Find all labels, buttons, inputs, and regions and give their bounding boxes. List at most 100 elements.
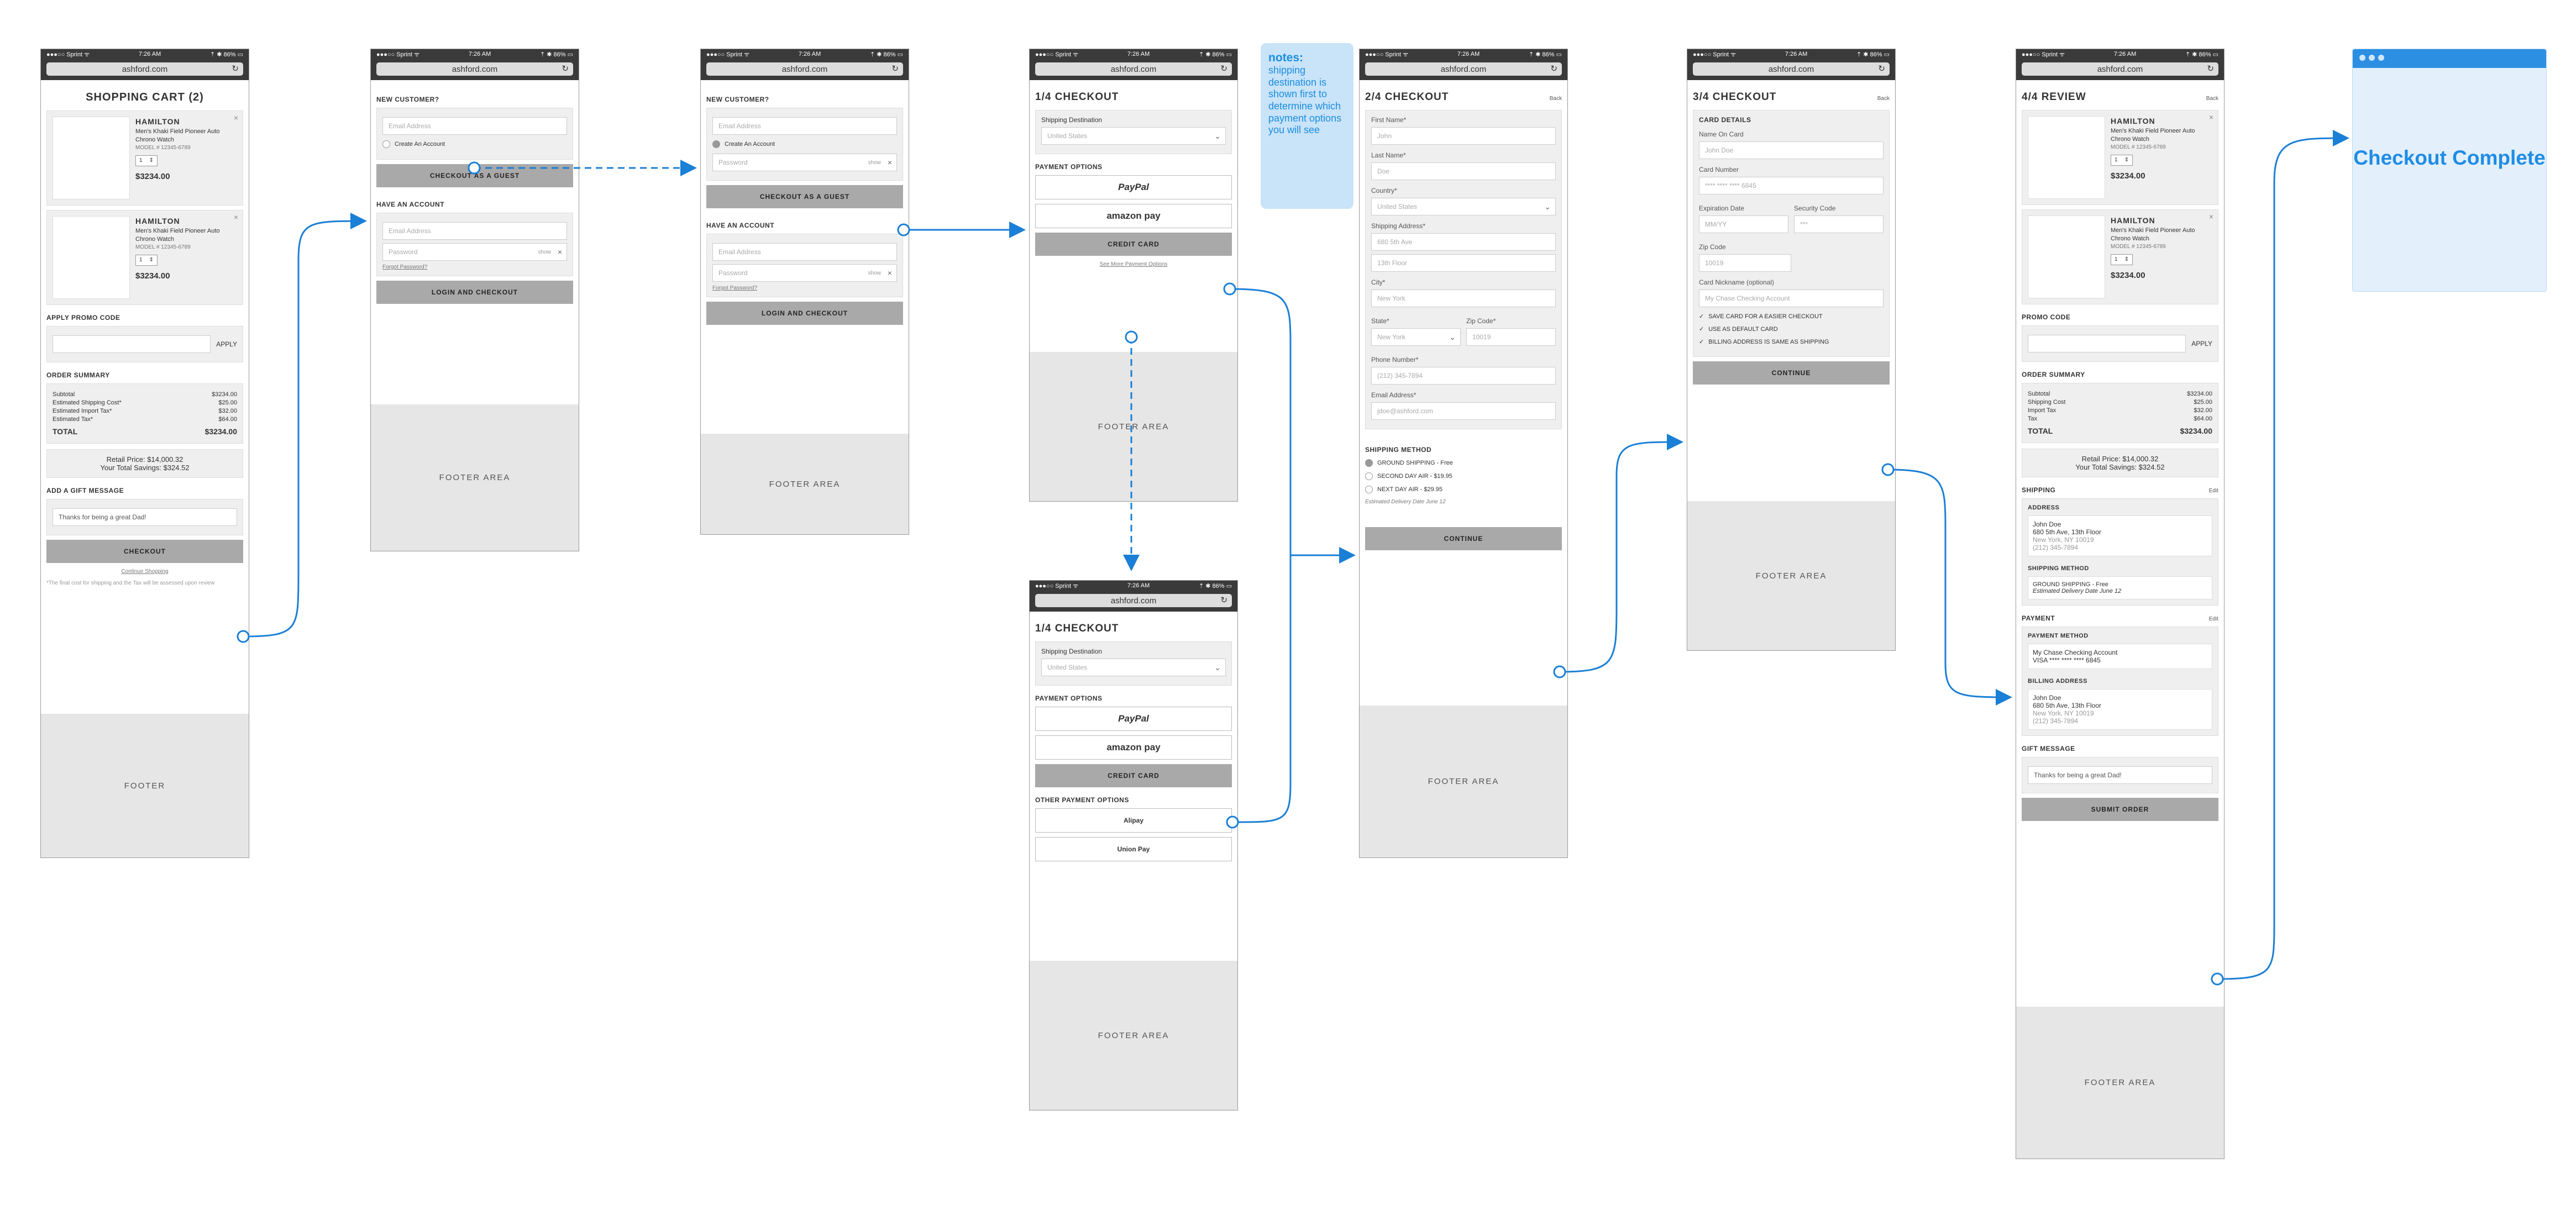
order-summary: Subtotal$3234.00 Estimated Shipping Cost… [46, 383, 243, 444]
clear-icon[interactable]: × [887, 158, 892, 167]
url-bar[interactable]: ashford.com↻ [1035, 594, 1232, 607]
clear-icon[interactable]: × [887, 269, 892, 277]
email-field[interactable]: jdoe@ashford.com [1371, 402, 1556, 420]
check-icon[interactable]: ✓ [1699, 326, 1704, 333]
window-bar [2353, 49, 2546, 68]
shipping-radio[interactable] [1365, 486, 1373, 493]
email-field[interactable]: Email Address [712, 117, 897, 135]
phone-field[interactable]: (212) 345-7894 [1371, 367, 1556, 385]
chevron-down-icon: ⌄ [1214, 662, 1221, 672]
email-field[interactable]: Email Address [712, 243, 897, 261]
state-select[interactable]: New York⌄ [1371, 328, 1461, 346]
email-field[interactable]: Email Address [382, 222, 567, 240]
back-link[interactable]: Back [1549, 96, 1562, 102]
quantity-stepper[interactable]: 1⇕ [2111, 254, 2133, 266]
unionpay-button[interactable]: Union Pay [1035, 837, 1232, 861]
country-select[interactable]: United States⌄ [1371, 198, 1556, 215]
back-link[interactable]: Back [1877, 96, 1890, 102]
check-icon[interactable]: ✓ [1699, 313, 1704, 320]
submit-order-button[interactable]: SUBMIT ORDER [2022, 798, 2218, 821]
edit-payment-link[interactable]: Edit [2208, 616, 2218, 622]
checkout-button[interactable]: CHECKOUT [46, 540, 243, 563]
edit-shipping-link[interactable]: Edit [2208, 488, 2218, 494]
city-field[interactable]: New York [1371, 290, 1556, 307]
promo-input[interactable] [53, 335, 211, 353]
close-icon[interactable]: × [233, 113, 238, 122]
gift-message-input[interactable]: Thanks for being a great Dad! [53, 508, 237, 526]
last-name-field[interactable]: Doe [1371, 162, 1556, 180]
amazon-pay-button[interactable]: amazon pay [1035, 735, 1232, 760]
reload-icon[interactable]: ↻ [1220, 596, 1227, 605]
quantity-stepper[interactable]: 1⇕ [135, 255, 158, 266]
guest-checkout-button[interactable]: CHECKOUT AS A GUEST [706, 185, 903, 208]
reload-icon[interactable]: ↻ [1550, 64, 1557, 73]
apply-button[interactable]: APPLY [216, 340, 237, 348]
security-code-field[interactable]: *** [1794, 215, 1884, 233]
continue-button[interactable]: CONTINUE [1693, 361, 1890, 385]
forgot-password-link[interactable]: Forgot Password? [712, 285, 758, 291]
amazon-pay-button[interactable]: amazon pay [1035, 204, 1232, 228]
more-payment-link[interactable]: See More Payment Options [1099, 261, 1168, 267]
address-field[interactable]: 680 5th Ave [1371, 233, 1556, 251]
address-line2-field[interactable]: 13th Floor [1371, 254, 1556, 272]
create-account-checkbox[interactable] [712, 140, 720, 148]
url-bar[interactable]: ashford.com↻ [46, 62, 243, 76]
promo-input[interactable] [2028, 335, 2186, 352]
continue-shopping-link[interactable]: Continue Shopping [121, 569, 169, 575]
first-name-field[interactable]: John [1371, 127, 1556, 145]
reload-icon[interactable]: ↻ [1878, 64, 1885, 73]
zip-field[interactable]: 10019 [1466, 328, 1556, 346]
quantity-stepper[interactable]: 1⇕ [135, 155, 158, 167]
page-title: 1/4 CHECKOUT [1035, 623, 1119, 634]
quantity-stepper[interactable]: 1⇕ [2111, 155, 2133, 166]
page-title: 2/4 CHECKOUT [1365, 91, 1449, 103]
gift-message-input[interactable]: Thanks for being a great Dad! [2028, 766, 2212, 784]
url-bar[interactable]: ashford.com↻ [1035, 62, 1232, 76]
credit-card-button[interactable]: CREDIT CARD [1035, 764, 1232, 787]
email-field[interactable]: Email Address [382, 117, 567, 135]
url-bar[interactable]: ashford.com↻ [706, 62, 903, 76]
clear-icon[interactable]: × [557, 248, 562, 256]
reload-icon[interactable]: ↻ [2207, 64, 2214, 73]
paypal-button[interactable]: PayPal [1035, 175, 1232, 199]
page-title: 4/4 REVIEW [2022, 91, 2086, 103]
country-select[interactable]: United States⌄ [1041, 127, 1226, 145]
credit-card-button[interactable]: CREDIT CARD [1035, 233, 1232, 256]
url-bar[interactable]: ashford.com↻ [2022, 62, 2218, 76]
alipay-button[interactable]: Alipay [1035, 808, 1232, 833]
reload-icon[interactable]: ↻ [562, 64, 569, 73]
nickname-field[interactable]: My Chase Checking Account [1699, 290, 1884, 307]
reload-icon[interactable]: ↻ [232, 64, 239, 73]
guest-checkout-button[interactable]: CHECKOUT AS A GUEST [376, 164, 573, 187]
login-button[interactable]: LOGIN AND CHECKOUT [706, 302, 903, 325]
url-bar[interactable]: ashford.com↻ [1365, 62, 1562, 76]
forgot-password-link[interactable]: Forgot Password? [382, 264, 428, 270]
expiration-field[interactable]: MM/YY [1699, 215, 1788, 233]
card-name-field[interactable]: John Doe [1699, 141, 1884, 159]
footer: FOOTER AREA [1687, 501, 1895, 650]
shipping-radio[interactable] [1365, 459, 1373, 467]
back-link[interactable]: Back [2206, 96, 2218, 102]
url-bar[interactable]: ashford.com↻ [1693, 62, 1890, 76]
create-account-checkbox[interactable] [382, 140, 390, 148]
reload-icon[interactable]: ↻ [891, 64, 899, 73]
close-icon[interactable]: × [233, 213, 238, 222]
country-select[interactable]: United States⌄ [1041, 659, 1226, 676]
reload-icon[interactable]: ↻ [1220, 64, 1227, 73]
check-icon[interactable]: ✓ [1699, 339, 1704, 345]
shipping-radio[interactable] [1365, 472, 1373, 480]
zip-field[interactable]: 10019 [1699, 254, 1791, 272]
url-bar[interactable]: ashford.com↻ [376, 62, 573, 76]
apply-button[interactable]: APPLY [2191, 340, 2212, 348]
paypal-button[interactable]: PayPal [1035, 707, 1232, 731]
continue-button[interactable]: CONTINUE [1365, 527, 1562, 550]
close-icon[interactable]: × [2208, 212, 2213, 221]
login-button[interactable]: LOGIN AND CHECKOUT [376, 281, 573, 304]
card-number-field[interactable]: **** **** **** 6845 [1699, 177, 1884, 194]
close-icon[interactable]: × [2208, 113, 2213, 122]
